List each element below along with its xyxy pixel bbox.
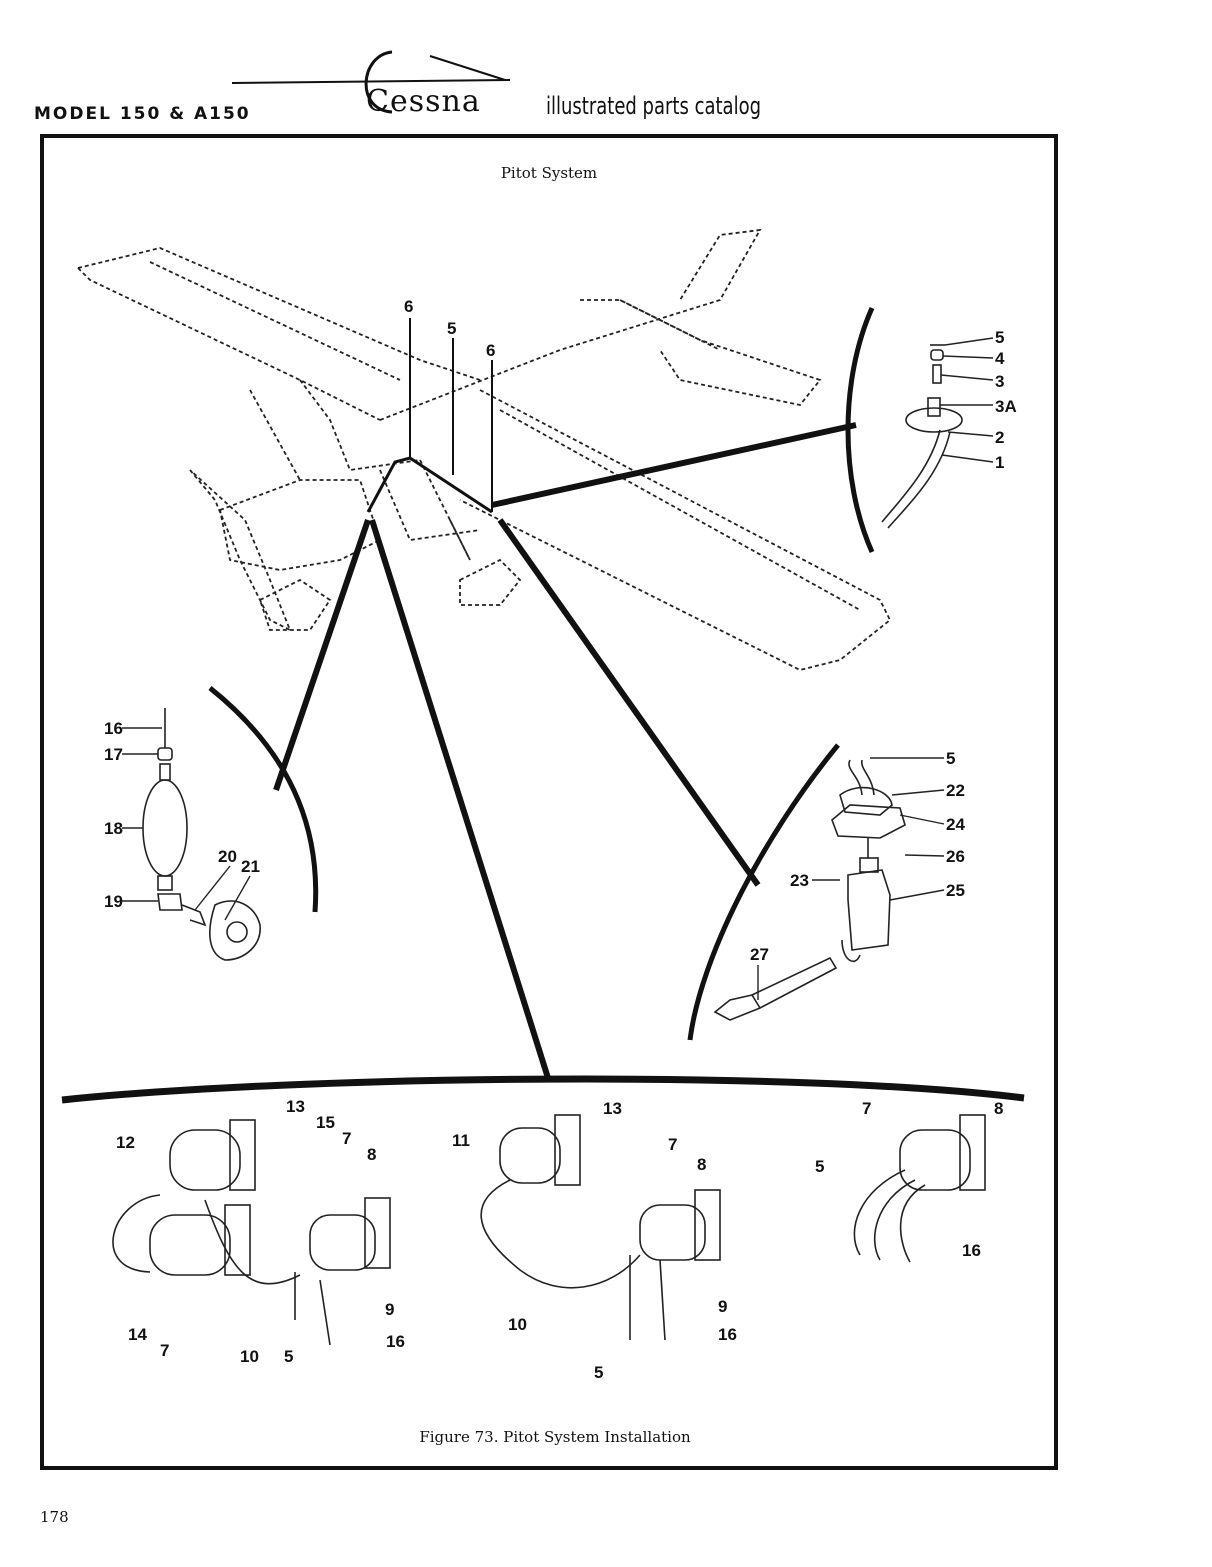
pitot-mast-detail bbox=[881, 344, 963, 529]
static-source-detail bbox=[142, 708, 261, 961]
callout: 21 bbox=[241, 857, 260, 876]
callout: 7 bbox=[342, 1129, 351, 1148]
figure-caption: Figure 73. Pitot System Installation bbox=[419, 1428, 691, 1446]
callout: 8 bbox=[697, 1155, 706, 1174]
callout: 10 bbox=[508, 1315, 527, 1334]
callout: 5 bbox=[284, 1347, 293, 1366]
figure-frame bbox=[40, 134, 1058, 1470]
callout: 5 bbox=[995, 328, 1004, 347]
callout: 19 bbox=[104, 892, 123, 911]
callout: 14 bbox=[128, 1325, 147, 1344]
catalog-title: illustrated parts catalog bbox=[546, 92, 762, 120]
callout: 8 bbox=[994, 1099, 1003, 1118]
instrument-panel-c bbox=[853, 1114, 986, 1263]
callout-labels: 6 5 6 5 4 3 3A 2 1 16 17 18 19 20 21 5 2… bbox=[104, 297, 1017, 1382]
callout: 18 bbox=[104, 819, 123, 838]
callout: 2 bbox=[995, 428, 1004, 447]
callout: 27 bbox=[750, 945, 769, 964]
callout: 9 bbox=[718, 1297, 727, 1316]
page-number: 178 bbox=[40, 1508, 69, 1526]
aircraft-outline bbox=[77, 228, 892, 671]
callout: 26 bbox=[946, 847, 965, 866]
callout: 15 bbox=[316, 1113, 335, 1132]
callout: 4 bbox=[995, 349, 1005, 368]
callout: 24 bbox=[946, 815, 965, 834]
callout: 11 bbox=[452, 1131, 470, 1150]
callout: 3A bbox=[995, 397, 1017, 416]
callout: 6 bbox=[404, 297, 413, 316]
leader-lines bbox=[273, 422, 857, 1079]
callout: 5 bbox=[447, 319, 456, 338]
callout: 16 bbox=[104, 719, 123, 738]
callout: 5 bbox=[594, 1363, 603, 1382]
cessna-logo: Cessna bbox=[366, 84, 481, 119]
callout: 3 bbox=[995, 372, 1004, 391]
callout: 13 bbox=[603, 1099, 622, 1118]
instrument-panel-b bbox=[480, 1114, 721, 1341]
callout: 20 bbox=[218, 847, 237, 866]
detail-brackets bbox=[61, 306, 1025, 1104]
callout: 7 bbox=[862, 1099, 871, 1118]
callout: 13 bbox=[286, 1097, 305, 1116]
pitot-line bbox=[366, 318, 493, 514]
callout: 9 bbox=[385, 1300, 394, 1319]
model-label: MODEL 150 & A150 bbox=[34, 104, 251, 124]
callout: 17 bbox=[104, 745, 123, 764]
callout: 5 bbox=[946, 749, 955, 768]
callout: 1 bbox=[995, 453, 1004, 472]
callout: 7 bbox=[160, 1341, 169, 1360]
callout: 16 bbox=[386, 1332, 405, 1351]
callout: 25 bbox=[946, 881, 965, 900]
callout: 16 bbox=[718, 1325, 737, 1344]
callout: 6 bbox=[486, 341, 495, 360]
callout: 16 bbox=[962, 1241, 981, 1260]
callout-leaders bbox=[122, 337, 994, 1000]
logo-swoosh bbox=[231, 50, 511, 114]
callout: 23 bbox=[790, 871, 809, 890]
callout: 8 bbox=[367, 1145, 376, 1164]
callout: 22 bbox=[946, 781, 965, 800]
figure-title: Pitot System bbox=[500, 164, 598, 182]
callout: 10 bbox=[240, 1347, 259, 1366]
instrument-panel-a bbox=[112, 1119, 391, 1346]
callout: 5 bbox=[815, 1157, 824, 1176]
callout: 7 bbox=[668, 1135, 677, 1154]
heated-pitot-detail bbox=[713, 759, 906, 1021]
callout: 12 bbox=[116, 1133, 135, 1152]
